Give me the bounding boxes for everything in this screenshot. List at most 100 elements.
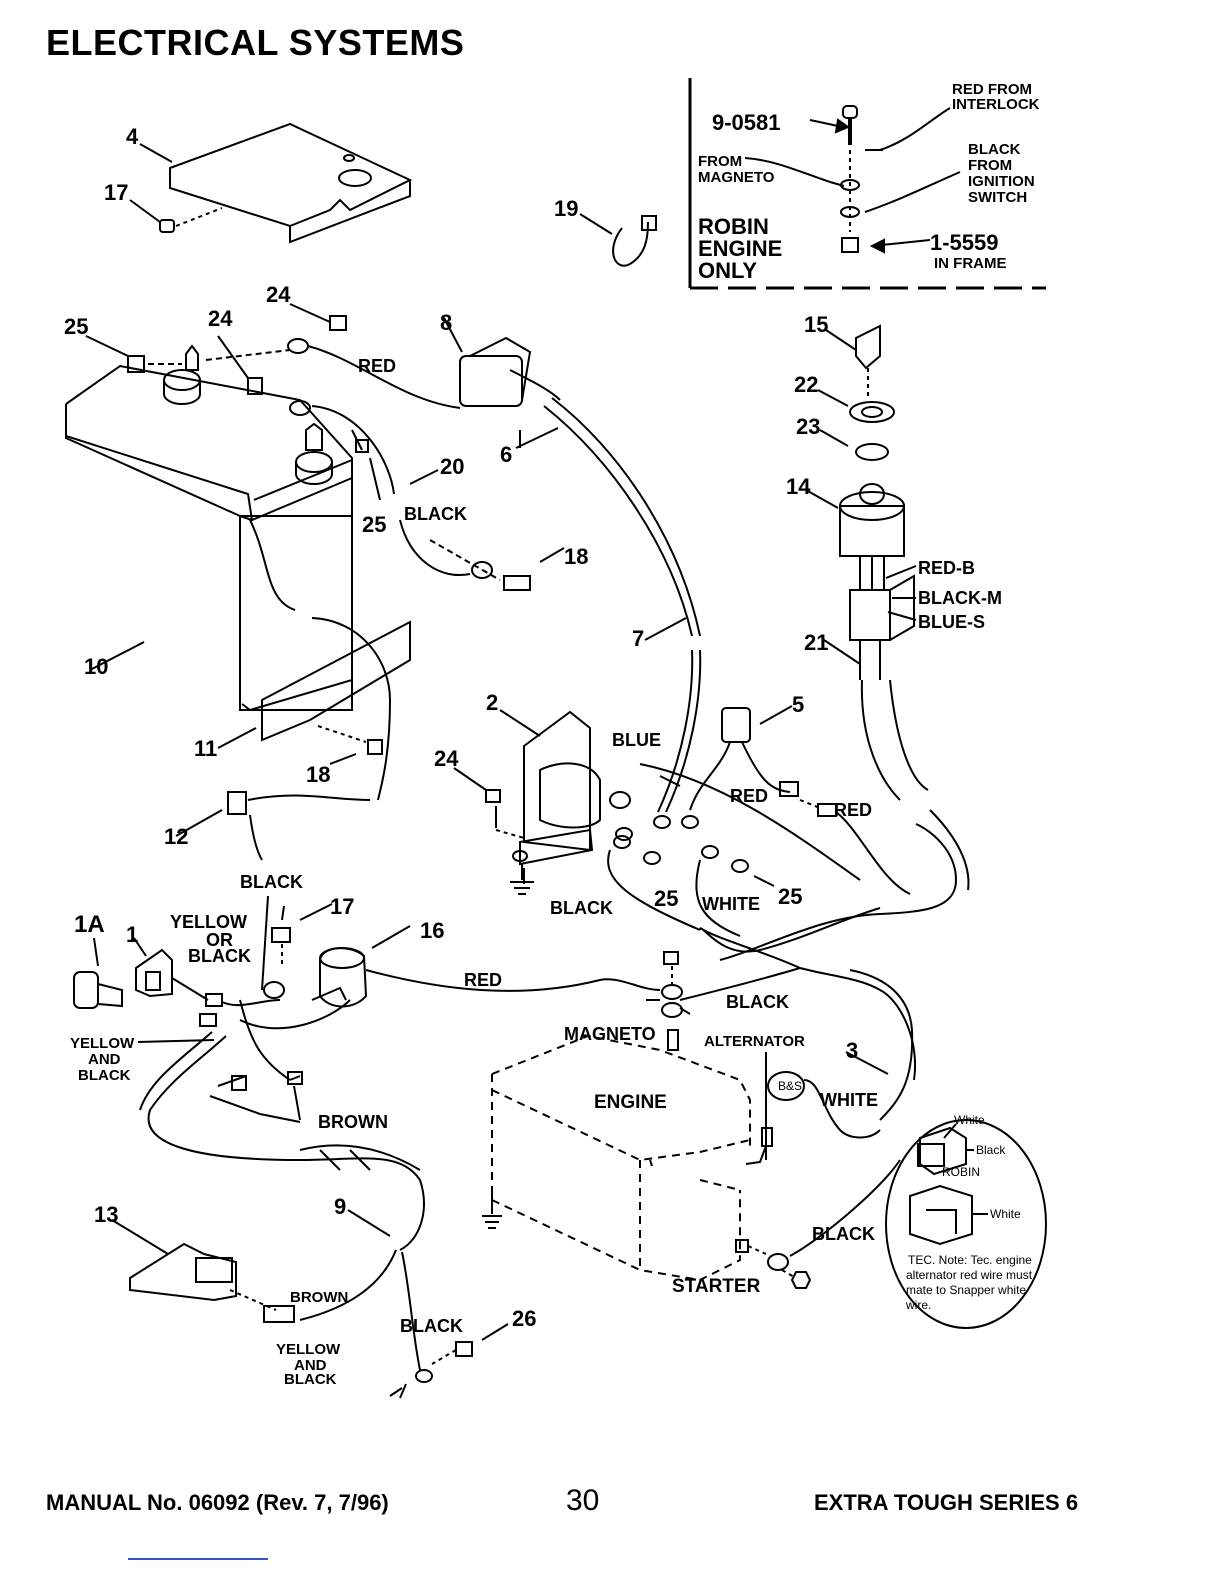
- tec-engine-inset: [885, 1119, 1047, 1329]
- part-11: 11: [194, 736, 217, 761]
- battery-bracket: [217, 617, 411, 801]
- only-label: ONLY: [698, 258, 757, 283]
- part-25-top: 25: [64, 314, 88, 339]
- battery-hardware: [85, 303, 381, 501]
- starter-cable: [735, 1159, 901, 1289]
- fuse-holder: [639, 705, 911, 895]
- label-black-26: BLACK: [400, 1316, 463, 1336]
- part-25-solenoid-right: 25: [778, 884, 802, 909]
- part-25-solenoid-left: 25: [654, 886, 678, 911]
- interlock-switches: [73, 937, 223, 1027]
- part-17-bottom: 17: [330, 894, 354, 919]
- part-10: 10: [84, 654, 108, 679]
- ground-bolt-26: [389, 1323, 509, 1399]
- label-red-mid: RED: [730, 786, 768, 806]
- battery: [65, 344, 353, 712]
- part-2: 2: [486, 690, 498, 715]
- switch-label: SWITCH: [968, 189, 1027, 206]
- label-blue: BLUE: [612, 730, 661, 750]
- engine-terminals: [646, 951, 801, 1051]
- label-red-b: RED-B: [918, 558, 975, 578]
- battery-strap: [579, 213, 657, 267]
- part-24-top: 24: [266, 282, 291, 307]
- label-bs: B&S: [778, 1079, 802, 1093]
- alternator-connector: [745, 1052, 881, 1165]
- part-19: 19: [554, 196, 578, 221]
- tec-note-2: alternator red wire must: [906, 1268, 1033, 1282]
- in-frame-label: IN FRAME: [934, 255, 1007, 272]
- label-red-top: RED: [358, 356, 396, 376]
- part-9: 9: [334, 1194, 346, 1219]
- seat-switch-bracket: [111, 1219, 295, 1323]
- label-and3: AND: [294, 1357, 327, 1374]
- tec-white1: White: [954, 1113, 985, 1127]
- part-7: 7: [632, 626, 644, 651]
- robin-label: ROBIN: [698, 214, 769, 239]
- part-3: 3: [846, 1038, 858, 1063]
- part-23: 23: [796, 414, 820, 439]
- red-battery-cable: [287, 317, 561, 409]
- part-25-battery: 25: [362, 512, 386, 537]
- ignition-label: IGNITION: [968, 173, 1035, 190]
- tec-note-4: wire.: [905, 1298, 931, 1312]
- battery-cover-plate: [139, 122, 413, 244]
- label-black-starter: BLACK: [812, 1224, 875, 1244]
- label-yellow3: YELLOW: [276, 1341, 341, 1358]
- tec-white2: White: [990, 1207, 1021, 1221]
- part-18-bottom: 18: [306, 762, 330, 787]
- part-21: 21: [804, 630, 828, 655]
- part-26: 26: [512, 1306, 536, 1331]
- label-magneto: MAGNETO: [564, 1024, 656, 1044]
- magneto-inset-label: MAGNETO: [698, 169, 775, 186]
- part-12: 12: [164, 824, 188, 849]
- label-white-alt: WHITE: [820, 1090, 878, 1110]
- label-yellow: YELLOW: [170, 912, 247, 932]
- main-wire-harness: [699, 809, 970, 1121]
- engine-block: [491, 1034, 751, 1282]
- from-label: FROM: [698, 153, 742, 170]
- from2-label: FROM: [968, 157, 1012, 174]
- robin-inset-labels: 9-0581 1-5559 IN FRAME RED FROM INTERLOC…: [698, 81, 1040, 283]
- part-24-solenoid: 24: [434, 746, 459, 771]
- wire-color-labels: RED BLACK RED-B BLACK-M BLUE-S BLUE RED …: [70, 356, 1002, 1388]
- label-white-mid: WHITE: [702, 894, 760, 914]
- label-brown2: BROWN: [290, 1289, 348, 1306]
- part-1A: 1A: [74, 911, 105, 938]
- solenoid-wires: [607, 827, 775, 937]
- part-20: 20: [440, 454, 464, 479]
- label-engine: ENGINE: [594, 1092, 667, 1113]
- series-name: EXTRA TOUGH SERIES 6: [814, 1490, 1079, 1515]
- tec-note-3: mate to Snapper white: [906, 1283, 1026, 1297]
- label-alternator: ALTERNATOR: [704, 1033, 805, 1050]
- label-starter: STARTER: [672, 1276, 761, 1297]
- part-15: 15: [804, 312, 828, 337]
- tec-black: Black: [976, 1143, 1006, 1157]
- label-black3: BLACK: [284, 1371, 337, 1388]
- part-13: 13: [94, 1202, 118, 1227]
- part-5: 5: [792, 692, 804, 717]
- ignition-coil-area: [221, 895, 661, 1081]
- tec-note-1: TEC. Note: Tec. engine: [908, 1253, 1032, 1267]
- tec-robin: ROBIN: [942, 1165, 980, 1179]
- label-black-engine: BLACK: [726, 992, 789, 1012]
- part-16: 16: [420, 918, 444, 943]
- part-6: 6: [500, 442, 512, 467]
- engine-ground: [482, 1192, 502, 1229]
- page-title: ELECTRICAL SYSTEMS: [46, 22, 465, 63]
- part-number-labels: 4 17 19 24 25 24 8 6 20 25 18 10 7 11 18…: [64, 124, 858, 1331]
- page-number: 30: [566, 1484, 600, 1517]
- label-black-yab: BLACK: [78, 1067, 131, 1084]
- manual-number: MANUAL No. 06092 (Rev. 7, 7/96): [46, 1490, 389, 1515]
- label-black-or: BLACK: [188, 946, 251, 966]
- label-or: OR: [206, 930, 233, 950]
- black-from-label: BLACK: [968, 141, 1021, 158]
- bolt-17-top: [129, 199, 223, 233]
- lower-wire-harness: [137, 1031, 433, 1383]
- label-black-solenoid: BLACK: [550, 898, 613, 918]
- cable-6-7: [515, 397, 702, 829]
- bottom-link-underline: [128, 1558, 268, 1560]
- part-22: 22: [794, 372, 818, 397]
- label-black-m: BLACK-M: [918, 588, 1002, 608]
- ignition-key-switch: [805, 324, 929, 801]
